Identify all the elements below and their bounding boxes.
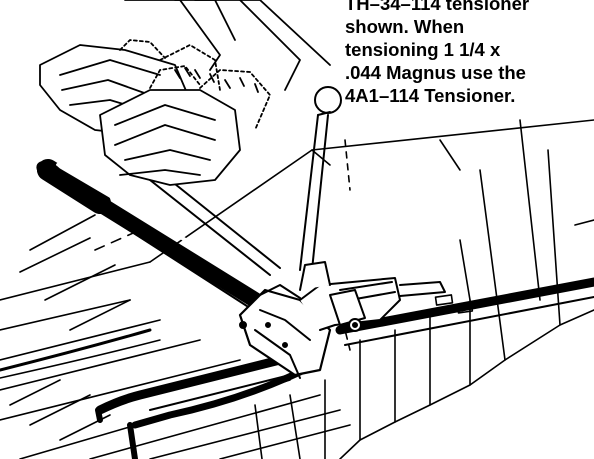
caption-text-block: TH–34–114 tensioner shown. When tensioni… [345,0,594,107]
caption-line-4: .044 Magnus use the [345,62,526,83]
steel-strap [0,277,594,459]
gloved-hands [39,0,331,186]
caption-line-1: TH–34–114 tensioner [345,0,530,14]
caption-line-5: 4A1–114 Tensioner. [345,85,516,106]
caption-line-3: tensioning 1 1/4 x [345,39,501,60]
stacked-boxes [0,119,594,459]
caption-line-2: shown. When [345,16,465,37]
tensioner-tool [36,86,446,379]
